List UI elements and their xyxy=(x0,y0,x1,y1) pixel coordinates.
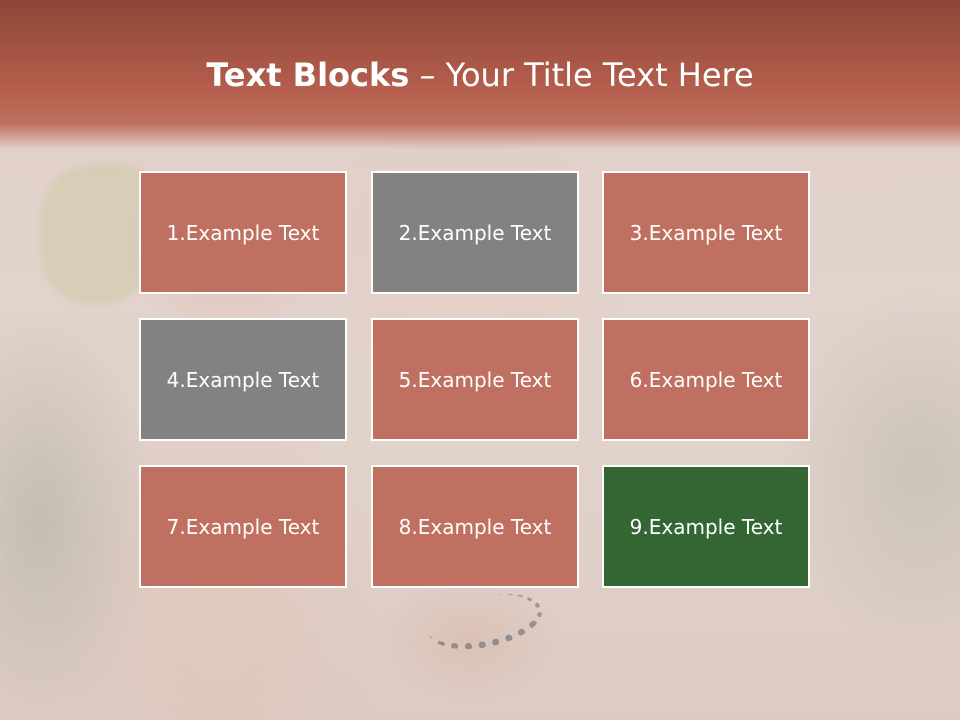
title-bold-text: Text Blocks xyxy=(206,56,410,94)
text-block-2[interactable]: 2.Example Text xyxy=(371,171,579,294)
text-block-1[interactable]: 1.Example Text xyxy=(139,171,347,294)
title-band xyxy=(0,0,960,150)
text-block-label: 1.Example Text xyxy=(166,220,320,245)
text-block-6[interactable]: 6.Example Text xyxy=(602,318,810,441)
text-block-label: 2.Example Text xyxy=(398,220,552,245)
text-block-label: 4.Example Text xyxy=(166,367,320,392)
text-block-label: 6.Example Text xyxy=(629,367,783,392)
text-block-3[interactable]: 3.Example Text xyxy=(602,171,810,294)
text-block-8[interactable]: 8.Example Text xyxy=(371,465,579,588)
title-separator: – xyxy=(409,56,446,94)
text-block-label: 7.Example Text xyxy=(166,514,320,539)
text-block-label: 5.Example Text xyxy=(398,367,552,392)
text-block-label: 3.Example Text xyxy=(629,220,783,245)
text-block-5[interactable]: 5.Example Text xyxy=(371,318,579,441)
text-block-4[interactable]: 4.Example Text xyxy=(139,318,347,441)
slide-title: Text Blocks – Your Title Text Here xyxy=(0,52,960,98)
text-block-7[interactable]: 7.Example Text xyxy=(139,465,347,588)
text-block-9[interactable]: 9.Example Text xyxy=(602,465,810,588)
text-block-label: 9.Example Text xyxy=(629,514,783,539)
title-rest-text: Your Title Text Here xyxy=(445,56,754,94)
text-block-label: 8.Example Text xyxy=(398,514,552,539)
